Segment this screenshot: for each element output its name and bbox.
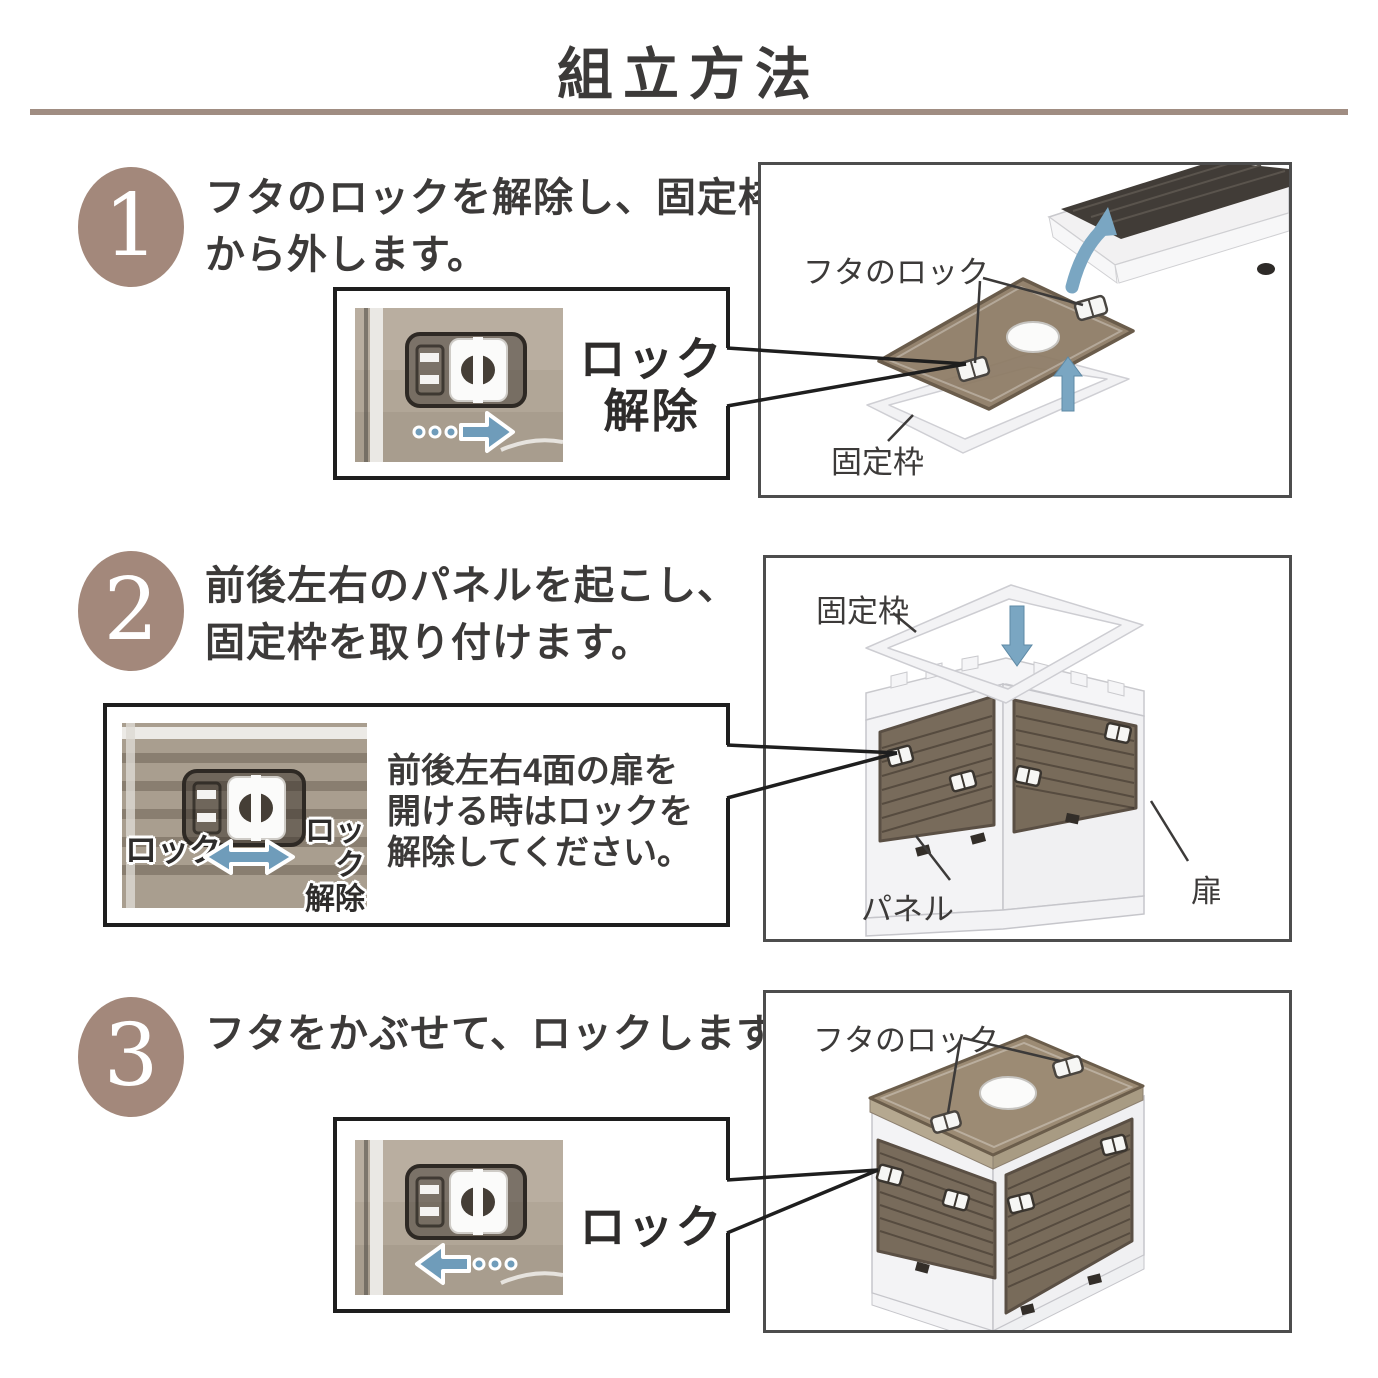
step-1-instruction-line1: フタのロックを解除し、固定枠	[205, 176, 779, 220]
down-arrow-icon	[1001, 605, 1033, 667]
lift-arrow-icon	[1065, 207, 1117, 294]
pointer-line	[892, 612, 917, 633]
photo-lock-label: ロック	[125, 832, 222, 868]
slide-lock-illustration	[405, 332, 527, 408]
pointer-line	[962, 1036, 1061, 1063]
step-3-lock-callout: ロック	[333, 1117, 730, 1313]
photo-unlock-label: ロック 解除	[305, 815, 365, 916]
lid-knob	[979, 1076, 1037, 1110]
step-1-instruction-line2: から外します。	[205, 233, 488, 277]
lid-lock-rear	[1052, 1055, 1084, 1079]
pointer-line	[887, 414, 914, 442]
frame-label: 固定枠	[816, 594, 909, 629]
step-1-diagram-panel: フタのロック 固定枠	[758, 162, 1292, 498]
pointer-line	[946, 1040, 962, 1114]
step-1-number: 1	[78, 167, 184, 287]
lock-photo-unlock	[355, 308, 563, 462]
lid-illustration	[868, 1034, 1145, 1157]
unlock-label-line1: ロック	[579, 333, 724, 385]
door-unlock-note: 前後左右4面の扉を 開ける時はロックを 解除してください。	[387, 752, 693, 872]
closed-box-illustration	[868, 1034, 1145, 1330]
right-door	[1012, 698, 1138, 834]
lid-lock-label: フタのロック	[813, 1023, 999, 1058]
step-2-instruction: 前後左右のパネルを起こし、 固定枠を取り付けます。	[205, 558, 738, 672]
lock-photo-lock	[355, 1140, 563, 1295]
right-door	[1004, 1117, 1134, 1315]
lid-knob	[1006, 321, 1060, 353]
title-divider	[30, 109, 1348, 115]
page-title: 組立方法	[557, 43, 821, 106]
slide-lock-illustration	[182, 769, 306, 847]
step-2-diagram-panel: 固定枠 パネル 扉	[763, 555, 1292, 942]
step-3-diagram-panel: フタのロック	[763, 990, 1292, 1333]
frame-ring-illustration	[865, 584, 1144, 704]
step-2-instruction-line2: 固定枠を取り付けます。	[205, 621, 652, 665]
pointer-line	[973, 280, 982, 364]
step-1-lock-callout: ロック 解除	[333, 287, 730, 480]
step-3-instruction: フタをかぶせて、ロックします。	[205, 1006, 814, 1063]
unlock-label-line2: 解除	[603, 385, 700, 437]
lid-lock-front	[930, 1110, 962, 1134]
toggle-arrow-icon	[203, 839, 295, 875]
step-3-number: 3	[78, 997, 184, 1117]
slide-right-arrow-icon	[412, 411, 515, 453]
lock-photo-toggle	[122, 723, 367, 908]
front-door	[878, 694, 996, 843]
step-1-instruction: フタのロックを解除し、固定枠 から外します。	[205, 170, 779, 284]
panel-label: パネル	[861, 892, 954, 927]
pointer-line	[915, 835, 951, 881]
front-door	[875, 1138, 997, 1280]
step-3-diagram	[868, 1034, 1145, 1330]
lid-lock-right	[1073, 294, 1109, 322]
frame-label: 固定枠	[831, 445, 924, 480]
lock-label: ロック	[579, 1201, 724, 1253]
step-3-instruction-line1: フタをかぶせて、ロックします。	[205, 1012, 814, 1056]
up-arrow-icon	[1053, 356, 1083, 412]
step-2-number: 2	[78, 551, 184, 671]
lid-lock-label: フタのロック	[803, 255, 989, 290]
step-2-lock-callout: ロック ロック 解除 前後左右4面の扉を 開ける時はロックを 解除してください。	[103, 703, 730, 927]
door-label: 扉	[1191, 874, 1222, 909]
unlock-label: ロック 解除	[579, 333, 724, 437]
pointer-line	[982, 276, 1084, 307]
folded-box-illustration	[1047, 165, 1289, 285]
slide-lock-illustration	[405, 1164, 527, 1240]
step-2-instruction-line1: 前後左右のパネルを起こし、	[205, 564, 738, 608]
slide-left-arrow-icon	[415, 1243, 518, 1285]
pointer-line	[1149, 800, 1190, 862]
step-2-diagram	[865, 584, 1190, 937]
